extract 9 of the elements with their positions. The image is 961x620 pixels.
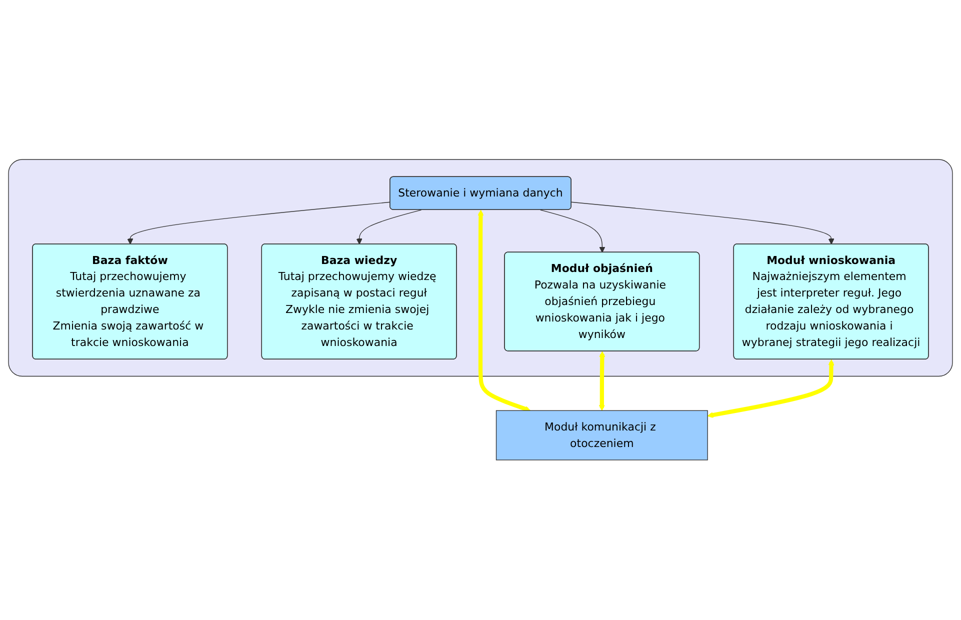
node-box: Moduł komunikacji z otoczeniem (496, 410, 708, 461)
arrow (598, 352, 606, 412)
cluster (8, 159, 953, 377)
arrow (127, 202, 391, 245)
arrow (478, 210, 531, 412)
arrow (356, 210, 422, 245)
arrow (571, 202, 834, 245)
arrow (707, 360, 834, 418)
arrow (540, 210, 606, 253)
